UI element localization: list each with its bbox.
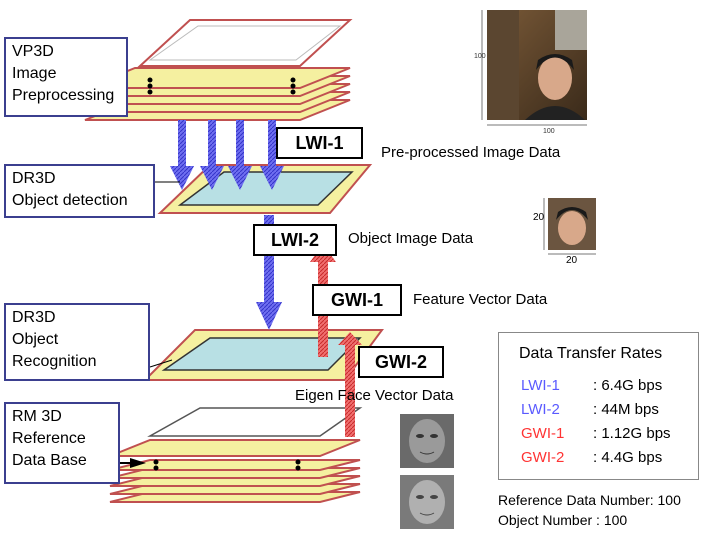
- vp3d-label-box: VP3D Image Preprocessing: [4, 37, 128, 117]
- vp3d-label-line1: VP3D: [12, 43, 54, 60]
- photo-height-dim: 100: [474, 53, 486, 60]
- dr3d-recognition-line3: Recognition: [12, 353, 97, 370]
- dr3d-detection-line1: DR3D: [12, 170, 56, 187]
- preprocessed-data-label: Pre-processed Image Data: [381, 144, 561, 161]
- recognition-pointer-line: [149, 359, 173, 368]
- lwi1-arrows: [170, 120, 284, 190]
- gwi1-label: GWI-1: [312, 284, 402, 316]
- rate-name: GWI-1: [521, 425, 565, 442]
- object-face-crop: [548, 198, 596, 250]
- rate-value: : 44M bps: [593, 401, 659, 418]
- transfer-rates-box: Data Transfer Rates LWI-1 : 6.4G bps LWI…: [498, 332, 699, 480]
- rate-name: LWI-2: [521, 401, 560, 418]
- rate-name: LWI-1: [521, 377, 560, 394]
- crop-height-dim: 20: [533, 212, 545, 223]
- vp3d-label-line3: Preprocessing: [12, 87, 115, 104]
- rm3d-label-box: RM 3D Reference Data Base: [4, 402, 120, 484]
- vp3d-label-line2: Image: [12, 65, 57, 82]
- eigen-face-data-label: Eigen Face Vector Data: [295, 387, 454, 404]
- eigen-face-1: [400, 414, 454, 468]
- dr3d-detection-line2: Object detection: [12, 192, 128, 209]
- object-number: Object Number : 100: [498, 512, 628, 528]
- dr3d-recognition-line1: DR3D: [12, 309, 56, 326]
- object-image-data-label: Object Image Data: [348, 230, 474, 247]
- dr3d-recognition-line2: Object: [12, 331, 59, 348]
- rate-name: GWI-2: [521, 449, 565, 466]
- rm3d-label-line2: Reference: [12, 430, 86, 447]
- gwi2-label: GWI-2: [358, 346, 444, 378]
- rm3d-label-line1: RM 3D: [12, 408, 62, 425]
- gwi2-arrow: [338, 332, 362, 437]
- camera-frame-photo: [487, 10, 587, 120]
- rm3d-layer-stack: [109, 407, 363, 503]
- lwi2-arrow: [256, 215, 282, 330]
- rm3d-label-line3: Data Base: [12, 452, 87, 469]
- reference-data-number: Reference Data Number: 100: [498, 492, 681, 508]
- crop-width-dim: 20: [566, 255, 578, 266]
- rate-value: : 6.4G bps: [593, 377, 663, 394]
- rm3d-pointer-arrow: [130, 458, 146, 468]
- dr3d-detection-label-box: DR3D Object detection: [4, 164, 155, 218]
- lwi1-label: LWI-1: [276, 127, 363, 159]
- feature-vector-data-label: Feature Vector Data: [413, 291, 548, 308]
- photo-width-dim: 100: [543, 128, 555, 135]
- transfer-rates-title: Data Transfer Rates: [519, 345, 663, 362]
- dr3d-recognition-label-box: DR3D Object Recognition: [4, 303, 150, 381]
- rate-value: : 1.12G bps: [593, 425, 671, 442]
- eigen-face-2: [400, 475, 454, 529]
- rate-value: : 4.4G bps: [593, 449, 663, 466]
- lwi2-label: LWI-2: [253, 224, 337, 256]
